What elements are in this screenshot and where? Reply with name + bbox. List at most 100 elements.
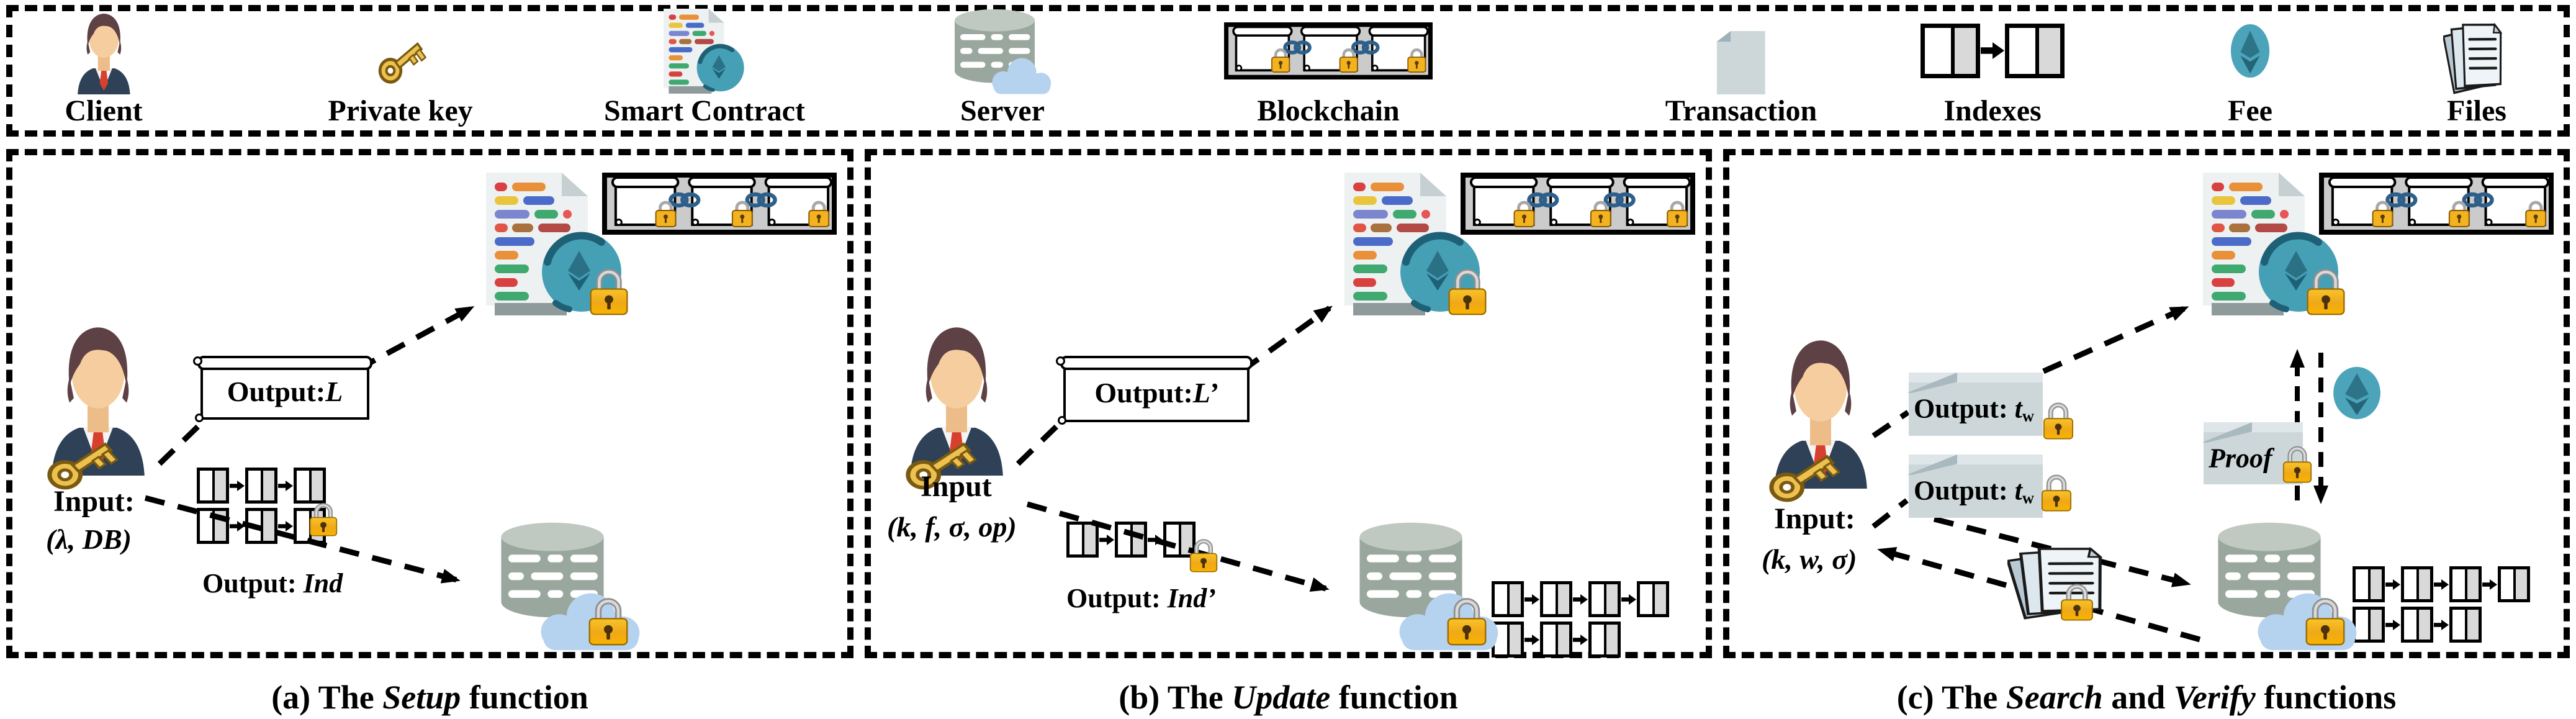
output-value: t <box>2014 475 2022 506</box>
legend-item-smart-contract: Smart Contract <box>604 7 805 127</box>
lock-icon <box>1189 538 1218 572</box>
lock-icon <box>1446 596 1488 646</box>
private-key-icon <box>371 30 430 94</box>
lock-icon <box>2042 401 2074 440</box>
input-label: Input <box>921 469 992 504</box>
index-arrow-icon <box>1524 634 1539 645</box>
index-arrow-icon <box>2434 579 2449 590</box>
indexes-icon <box>1921 23 2065 78</box>
output-prefix: Output: <box>1066 583 1168 613</box>
proof-transaction: Proof <box>2204 422 2303 484</box>
legend-label-private-key: Private key <box>328 94 473 127</box>
smart-contract-icon <box>2203 173 2341 317</box>
input-label-text: Input <box>921 470 992 503</box>
panel-update: Input (k, f, σ, op) Output: L’ Output: I… <box>865 149 1712 658</box>
legend-label-server: Server <box>960 94 1045 127</box>
legend-item-private-key: Private key <box>328 7 473 127</box>
blockchain-icon <box>602 173 837 235</box>
banner-curl-icon <box>1058 416 1066 425</box>
index-arrow-icon <box>2385 579 2400 590</box>
output-value: t <box>2014 393 2022 424</box>
index-arrow-icon <box>230 520 245 531</box>
caption-update: (b) The Update function <box>865 678 1712 717</box>
index-arrow-icon <box>1573 594 1588 605</box>
input-label: Input: <box>53 484 135 518</box>
indexes-icon <box>2353 566 2530 643</box>
legend-item-blockchain: Blockchain <box>1224 7 1433 127</box>
legend-label-indexes: Indexes <box>1943 94 2042 127</box>
output-ind-label: Output: Ind’ <box>1066 582 1216 614</box>
fee-icon <box>2230 24 2270 78</box>
lock-icon <box>308 502 338 536</box>
index-block <box>1492 581 1524 617</box>
index-block <box>1540 622 1572 658</box>
output-sub: w <box>2022 406 2034 425</box>
index-block <box>245 468 277 504</box>
private-key-icon <box>36 428 124 502</box>
index-block <box>197 468 229 504</box>
output-banner: Output: L’ <box>1056 356 1253 425</box>
input-args: (λ, DB) <box>46 523 132 555</box>
index-block <box>2353 607 2385 643</box>
caption-text: (a) The <box>271 679 383 716</box>
output-transaction-1-label: Output: tw <box>1914 392 2034 425</box>
legend-label-files: Files <box>2447 94 2506 127</box>
legend-label-transaction: Transaction <box>1665 94 1817 127</box>
caption-text: (c) The <box>1896 679 2006 716</box>
output-prefix: Output: <box>1914 475 2015 506</box>
index-block <box>2353 566 2385 602</box>
cloud-icon <box>984 56 1057 94</box>
client-icon <box>74 7 133 94</box>
caption-text: function <box>1330 679 1458 716</box>
index-block <box>2449 607 2482 643</box>
output-prefix: Output: <box>227 375 326 407</box>
index-block <box>1588 622 1621 658</box>
input-label-text: Input: <box>1774 502 1855 535</box>
legend-item-files: Files <box>2443 7 2510 127</box>
legend-bar: Client Private key Smart Contract Server… <box>6 5 2570 137</box>
index-block <box>1540 581 1572 617</box>
lock-icon <box>2060 582 2094 621</box>
legend-item-fee: Fee <box>2228 7 2272 127</box>
index-arrow-icon <box>1573 634 1588 645</box>
update-arrows <box>1016 305 1333 592</box>
indexes-icon <box>1492 581 1669 658</box>
output-ind-label: Output: Ind <box>202 568 343 599</box>
smart-contract-icon <box>664 8 745 94</box>
legend-item-server: Server <box>948 7 1057 127</box>
output-prefix: Output: <box>1094 376 1193 409</box>
files-icon <box>2443 20 2510 94</box>
fee-icon <box>2333 366 2381 420</box>
lock-icon <box>587 596 629 646</box>
legend-item-indexes: Indexes <box>1921 7 2065 127</box>
input-label-text: Input: <box>53 485 135 518</box>
index-block <box>2401 566 2433 602</box>
caption-setup: (a) The Setup function <box>6 678 853 717</box>
panel-setup: Input: (λ, DB) Output: L Output: Ind <box>6 149 853 658</box>
index-block <box>2449 566 2482 602</box>
output-prefix: Output: <box>202 568 304 599</box>
legend-label-client: Client <box>65 94 143 127</box>
caption-text: functions <box>2255 679 2397 716</box>
index-arrow-icon <box>230 480 245 491</box>
private-key-icon <box>1758 441 1846 514</box>
index-arrow-icon <box>1099 534 1114 545</box>
panel-search-verify: Input: (k, w, σ) Output: tw Output: tw P… <box>1723 149 2570 658</box>
legend-label-fee: Fee <box>2228 94 2272 127</box>
output-value: L’ <box>1192 376 1218 409</box>
legend-label-blockchain: Blockchain <box>1257 94 1400 127</box>
index-arrow-icon <box>1621 594 1636 605</box>
legend-label-smart-contract: Smart Contract <box>604 94 805 127</box>
output-transaction-2: Output: tw <box>1909 454 2043 518</box>
output-banner-label: Output: L <box>203 365 367 417</box>
index-block <box>294 468 326 504</box>
index-block <box>1637 581 1669 617</box>
index-arrow-icon <box>278 480 293 491</box>
indexes-icon <box>1066 522 1196 558</box>
private-key-icon <box>894 428 983 502</box>
output-value: Ind <box>303 568 343 599</box>
legend-item-client: Client <box>65 7 143 127</box>
output-banner: Output: L <box>193 356 372 422</box>
proof-label: Proof <box>2209 443 2272 474</box>
